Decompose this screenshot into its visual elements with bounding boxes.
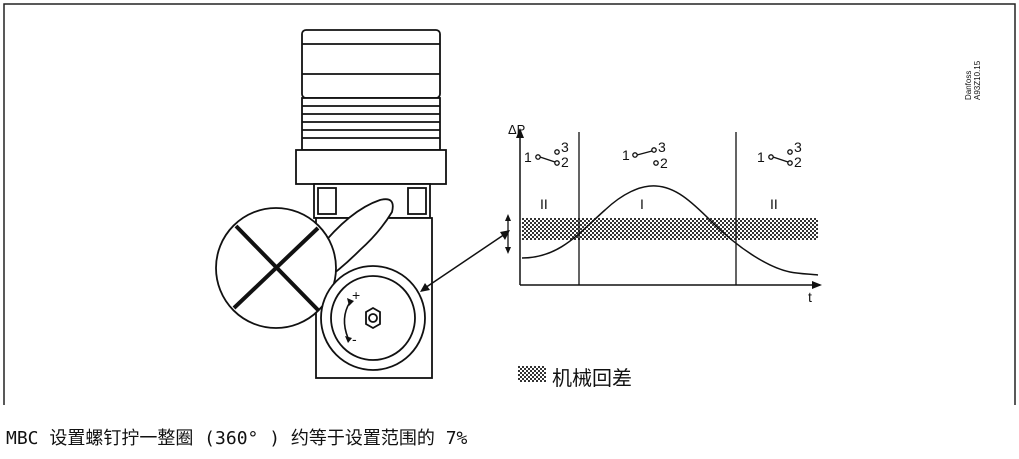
rotation-plus-sign: + [352, 287, 360, 303]
pressure-switch-device [215, 29, 447, 379]
rotation-arrow [343, 301, 351, 339]
brand-name: Danfoss [964, 71, 973, 100]
switch-symbol-zone-1 [535, 149, 560, 166]
device-knob-arm [317, 198, 394, 284]
brand-code: A93Z10.15 [973, 60, 982, 100]
zone3-terminal-lower: 2 [794, 154, 802, 170]
legend-hatch-swatch [518, 366, 546, 382]
frame-border [3, 3, 1016, 405]
zone1-terminal-upper: 3 [561, 139, 569, 155]
pointer-arrow [420, 230, 510, 292]
legend-label: 机械回差 [552, 366, 632, 390]
hysteresis-band [522, 218, 818, 240]
zone-label-left: II [540, 196, 548, 212]
zone2-terminal-lower: 2 [660, 155, 668, 171]
device-collar [295, 149, 447, 185]
switch-symbol-zone-3 [768, 149, 793, 166]
device-top-cap [301, 29, 441, 99]
brand-label: Danfoss A93Z10.15 [964, 60, 982, 100]
zone-label-middle: I [640, 196, 644, 212]
y-axis-label: ΔP [508, 122, 525, 137]
zone-label-right: II [770, 196, 778, 212]
zone2-terminal-upper: 3 [658, 139, 666, 155]
zone2-terminal-common: 1 [622, 147, 630, 163]
pressure-curve [521, 185, 819, 276]
x-axis-label: t [808, 289, 812, 305]
rotation-minus-sign: - [352, 331, 357, 347]
zone3-terminal-upper: 3 [794, 139, 802, 155]
zone1-terminal-lower: 2 [561, 154, 569, 170]
figure-caption: MBC 设置螺钉拧一整圈 (360° ) 约等于设置范围的 7% [6, 428, 468, 449]
zone3-terminal-common: 1 [757, 149, 765, 165]
switch-symbol-zone-2 [632, 147, 659, 166]
pressure-graph: ΔP t II I II 1 3 2 1 3 2 1 3 2 [505, 122, 822, 305]
zone1-terminal-common: 1 [524, 149, 532, 165]
